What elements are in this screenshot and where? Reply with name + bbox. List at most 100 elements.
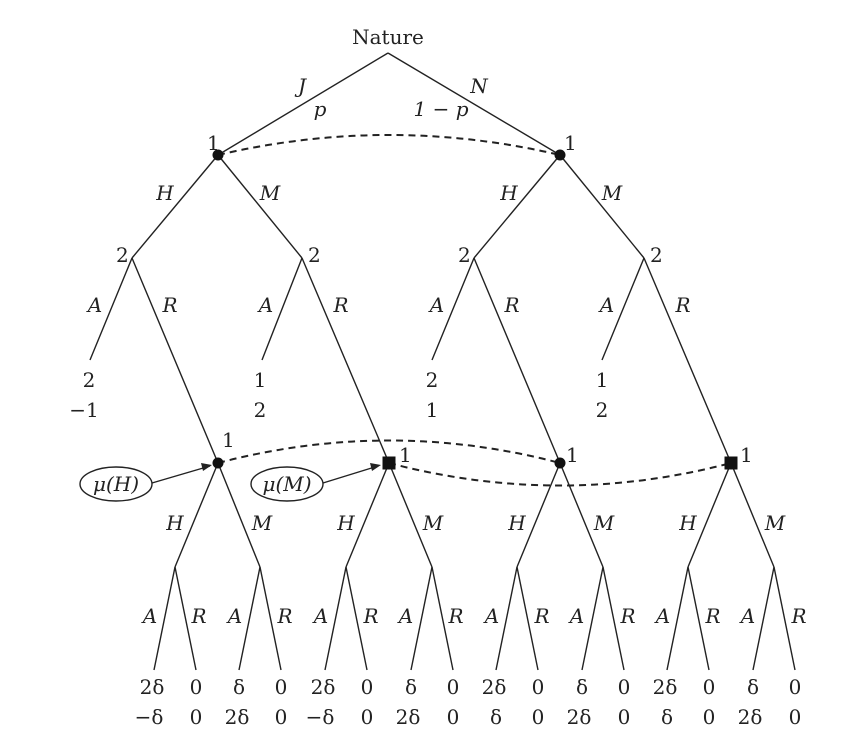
edge-d3-r bbox=[345, 566, 368, 671]
action-label: A bbox=[257, 293, 273, 317]
payoff-p1: 1 bbox=[596, 368, 609, 392]
action-label: R bbox=[503, 293, 519, 317]
action-label: R bbox=[790, 604, 806, 628]
edge-c2-h bbox=[345, 462, 390, 568]
edge-p2-3-a bbox=[431, 257, 475, 361]
action-labels-p1-first: H M H M bbox=[155, 181, 622, 205]
early-payoffs: 2 −1 1 2 2 1 1 2 bbox=[69, 368, 608, 422]
prob-j-label: p bbox=[314, 97, 327, 121]
payoff-p2: δ bbox=[661, 705, 673, 729]
action-label: R bbox=[362, 604, 378, 628]
node-p1-second-h-n bbox=[554, 457, 566, 469]
edge-d1-a bbox=[153, 566, 176, 671]
edge-d6-r bbox=[602, 566, 625, 671]
edge-d3-a bbox=[324, 566, 347, 671]
belief-arrow bbox=[151, 465, 211, 484]
action-label: H bbox=[165, 511, 184, 535]
payoff-p2: −δ bbox=[306, 705, 335, 729]
payoff-p2: 1 bbox=[426, 398, 439, 422]
payoff-p2: 2δ bbox=[396, 705, 421, 729]
action-label: A bbox=[86, 293, 102, 317]
action-label: M bbox=[259, 181, 281, 205]
payoff-p2: 0 bbox=[532, 705, 545, 729]
payoff-p2: 2δ bbox=[567, 705, 592, 729]
player-label: 1 bbox=[566, 443, 579, 467]
arrowhead-icon bbox=[201, 463, 212, 471]
edge-a-h bbox=[131, 154, 219, 259]
player-label: 1 bbox=[207, 131, 220, 155]
action-label: M bbox=[251, 511, 273, 535]
edge-c2-m bbox=[388, 462, 433, 568]
player-labels: 1 1 2 2 2 2 1 1 1 1 bbox=[116, 131, 753, 467]
action-label: M bbox=[593, 511, 615, 535]
edge-c1-h bbox=[174, 462, 219, 568]
edge-d4-a bbox=[410, 566, 433, 671]
action-label: R bbox=[533, 604, 549, 628]
payoff-p2: 2 bbox=[254, 398, 267, 422]
payoff-p2: −δ bbox=[135, 705, 164, 729]
edge-b-h bbox=[473, 154, 561, 259]
action-label: R bbox=[447, 604, 463, 628]
info-set-m bbox=[388, 462, 732, 487]
edge-d4-r bbox=[431, 566, 454, 671]
edge-c1-m bbox=[217, 462, 261, 568]
payoff-p1: δ bbox=[576, 675, 588, 699]
player-label: 1 bbox=[399, 443, 412, 467]
payoff-p1: 2δ bbox=[653, 675, 678, 699]
action-label: A bbox=[739, 604, 755, 628]
payoff-p1: δ bbox=[233, 675, 245, 699]
edge-d5-a bbox=[495, 566, 518, 671]
action-label: H bbox=[155, 181, 174, 205]
action-label: H bbox=[678, 511, 697, 535]
payoff-p2: 0 bbox=[275, 705, 288, 729]
action-label: A bbox=[483, 604, 499, 628]
arrowhead-icon bbox=[370, 463, 381, 471]
payoff-p1: 0 bbox=[275, 675, 288, 699]
decision-nodes bbox=[212, 149, 738, 470]
action-label: A bbox=[397, 604, 413, 628]
move-n-label: N bbox=[469, 74, 489, 98]
player-label: 1 bbox=[740, 443, 753, 467]
edge-d7-a bbox=[666, 566, 689, 671]
payoff-p1: 0 bbox=[703, 675, 716, 699]
payoff-p2: 0 bbox=[447, 705, 460, 729]
edge-d8-a bbox=[752, 566, 775, 671]
action-label: A bbox=[568, 604, 584, 628]
action-label: R bbox=[161, 293, 177, 317]
payoff-p2: 0 bbox=[618, 705, 631, 729]
edge-nature-j bbox=[217, 52, 389, 156]
node-p1-j bbox=[212, 149, 224, 161]
edge-c4-h bbox=[687, 462, 732, 568]
edge-p2-1-a bbox=[89, 257, 133, 361]
action-labels-p1-second: H M H M H M H M bbox=[165, 511, 785, 535]
payoff-p1: δ bbox=[747, 675, 759, 699]
action-labels-p2-first: A R A R A R A R bbox=[86, 293, 691, 317]
edge-d7-r bbox=[687, 566, 710, 671]
belief-bubble bbox=[79, 466, 153, 502]
action-label: A bbox=[226, 604, 242, 628]
payoff-p1: 0 bbox=[532, 675, 545, 699]
payoff-p2: −1 bbox=[69, 398, 98, 422]
payoff-p2: 0 bbox=[361, 705, 374, 729]
action-label: A bbox=[428, 293, 444, 317]
edge-c3-m bbox=[559, 462, 604, 568]
action-label: R bbox=[190, 604, 206, 628]
action-label: M bbox=[601, 181, 623, 205]
payoff-p1: 2 bbox=[426, 368, 439, 392]
payoff-p2: δ bbox=[490, 705, 502, 729]
belief-label: μ(H) bbox=[93, 472, 139, 496]
edge-p2-4-r bbox=[643, 257, 732, 464]
player-label: 2 bbox=[650, 243, 663, 267]
action-label: R bbox=[332, 293, 348, 317]
node-p1-second-h-j bbox=[212, 457, 224, 469]
action-label: R bbox=[619, 604, 635, 628]
payoff-p1: 0 bbox=[190, 675, 203, 699]
action-label: R bbox=[674, 293, 690, 317]
action-label: A bbox=[141, 604, 157, 628]
payoff-p1: 2δ bbox=[140, 675, 165, 699]
node-p1-n bbox=[554, 149, 566, 161]
payoff-p1: 0 bbox=[789, 675, 802, 699]
belief-arrow bbox=[322, 465, 379, 484]
nature-label: Nature bbox=[352, 25, 424, 49]
